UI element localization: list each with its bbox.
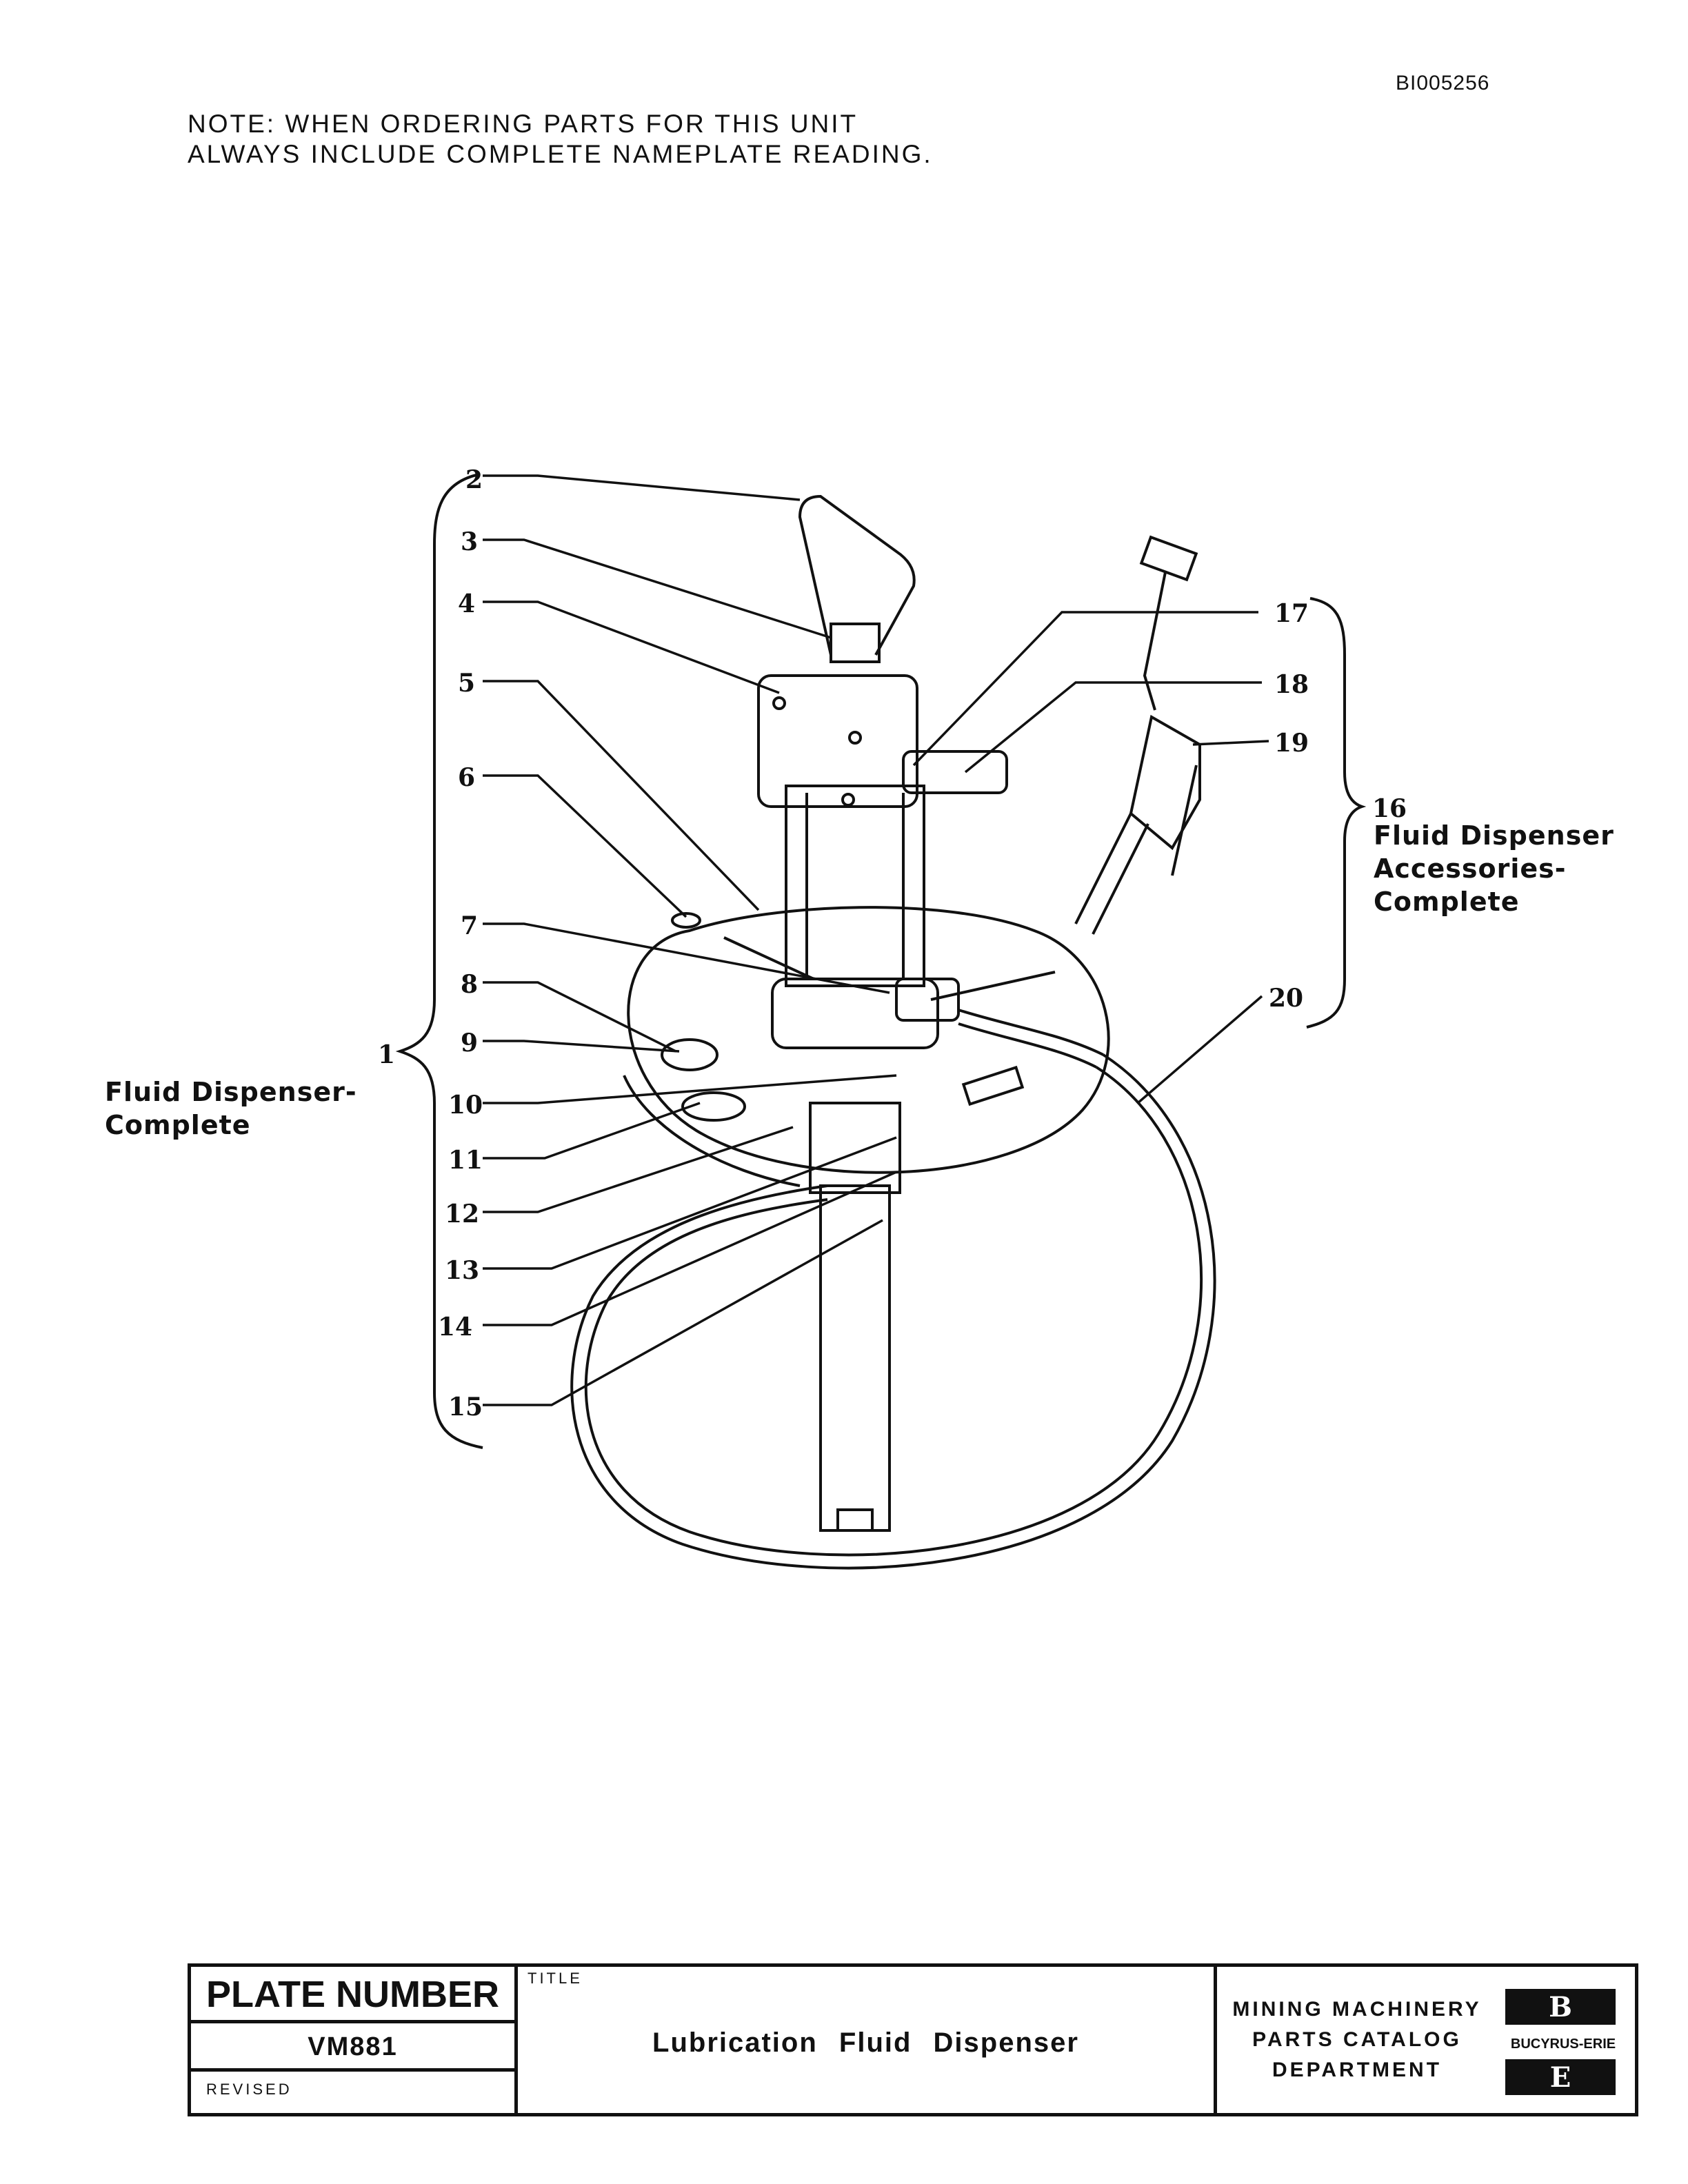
hose-loop-outer [570,1053,1216,1570]
callout-20: 20 [1269,984,1303,1013]
label-fluid-dispenser-complete: Fluid Dispenser- Complete [105,1075,357,1142]
ordering-note: NOTE: WHEN ORDERING PARTS FOR THIS UNIT … [188,109,933,170]
dept-line-3: DEPARTMENT [1272,2059,1443,2081]
revised-label: REVISED [206,2081,292,2098]
logo-letter-e: E [1550,2061,1571,2094]
motor-head [757,674,918,808]
dept-line-1: MINING MACHINERY [1232,1998,1482,2021]
callout-11: 11 [448,1146,483,1175]
callout-5: 5 [458,669,475,698]
pump-collar [771,978,939,1049]
callout-12: 12 [445,1200,479,1228]
callout-4: 4 [458,589,475,618]
dispense-valve [1129,714,1201,851]
callout-6: 6 [458,763,475,792]
label-accessories-line-1: Fluid Dispenser [1374,820,1614,851]
lid-cover-plate [661,1038,719,1071]
title-label: TITLE [528,1970,583,1987]
callout-18: 18 [1274,670,1309,699]
dept-line-2: PARTS CATALOG [1252,2028,1462,2051]
logo-letter-b: B [1549,1991,1572,2023]
note-line-1: NOTE: WHEN ORDERING PARTS FOR THIS UNIT [188,110,858,138]
callout-19: 19 [1274,729,1309,758]
callout-2: 2 [465,465,483,494]
logo-text: BUCYRUS-ERIE [1511,2036,1616,2052]
valve-trigger [1171,765,1198,876]
lid-opening [681,1091,746,1122]
dispense-nozzle [1143,572,1167,711]
department-cell: MINING MACHINERY PARTS CATALOG DEPARTMEN… [1217,1967,1497,2113]
plate-number-cell: PLATE NUMBER VM881 REVISED [191,1967,518,2113]
pump-lower-body [809,1102,901,1194]
callout-3: 3 [461,527,478,556]
title-block: PLATE NUMBER VM881 REVISED TITLE Lubrica… [188,1963,1638,2116]
lid-clamp-arm-left [723,936,814,980]
callout-1: 1 [378,1040,395,1069]
brace-accessories [1306,597,1367,1029]
suction-tube [819,1184,891,1532]
plate-number-value: VM881 [191,2023,514,2072]
callout-7: 7 [461,911,478,940]
callout-10: 10 [448,1091,483,1120]
callout-14: 14 [438,1313,472,1342]
label-complete-line-1: Fluid Dispenser- [105,1077,357,1107]
callout-17: 17 [1274,599,1309,628]
hose-to-elbow-2 [958,1022,1097,1069]
callout-8: 8 [461,970,478,999]
swivel-fitting [830,623,881,663]
lid-clamp-arm-right [930,971,1056,1001]
drum-lid [627,906,1110,1174]
hose-to-elbow [958,1009,1104,1056]
hose-loop-inner [584,1066,1203,1557]
callout-9: 9 [461,1029,478,1058]
drawing-title: Lubrication Fluid Dispenser [652,2028,1079,2058]
title-cell: TITLE Lubrication Fluid Dispenser [518,1967,1217,2113]
bung-plug [671,912,701,929]
outlet-elbow [895,978,960,1022]
nozzle-tip [1139,535,1198,582]
company-logo: B BUCYRUS-ERIE E [1497,1967,1635,2113]
callout-16: 16 [1372,794,1407,823]
note-line-2: ALWAYS INCLUDE COMPLETE NAMEPLATE READIN… [188,140,933,168]
lift-handle [798,494,916,656]
brace-complete [395,473,483,1449]
label-complete-line-2: Complete [105,1110,251,1140]
air-coupler [902,750,1008,794]
label-accessories-line-3: Complete [1374,887,1520,917]
plate-number-heading: PLATE NUMBER [191,1967,514,2023]
callout-15: 15 [448,1393,483,1422]
nameplate [961,1065,1025,1106]
whip-hose [1074,813,1149,935]
callout-13: 13 [445,1256,479,1285]
document-id: BI005256 [1396,72,1490,94]
label-accessories-line-2: Accessories- [1374,853,1567,884]
label-fluid-dispenser-accessories: Fluid Dispenser Accessories- Complete [1374,819,1614,918]
